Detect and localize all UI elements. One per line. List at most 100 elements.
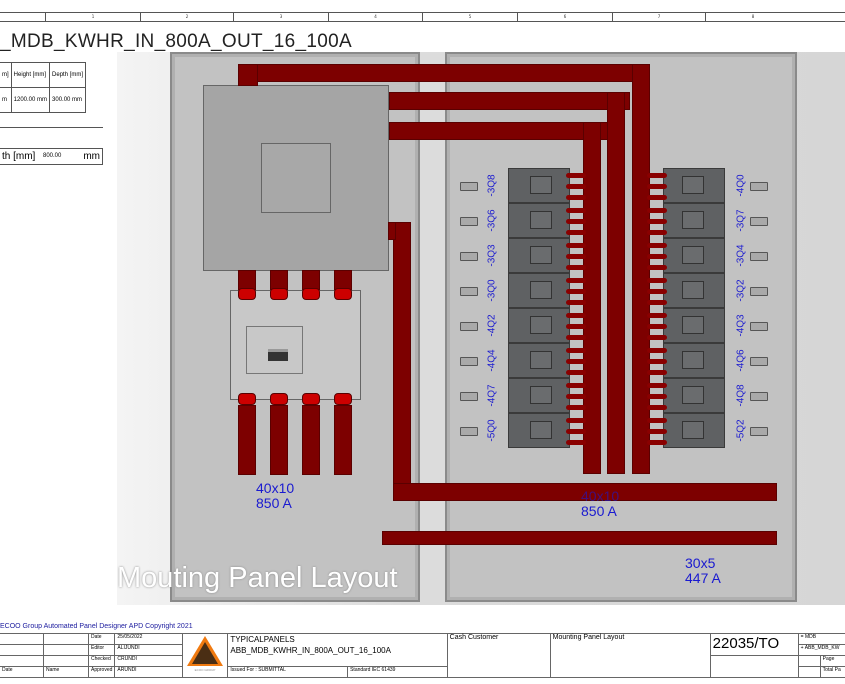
approved-value: ARUNDI xyxy=(114,666,184,678)
title-block: Date 25/05/2022 ECOO GROUP TYPICALPANELS… xyxy=(0,633,845,678)
pole-terminal xyxy=(334,288,352,300)
breaker-handle-left[interactable] xyxy=(530,351,552,369)
depth-field[interactable]: th [mm] 800.00 mm xyxy=(0,148,103,165)
breaker-handle-right[interactable] xyxy=(682,351,704,369)
comb-tooth xyxy=(647,278,667,283)
breaker-handle-left[interactable] xyxy=(530,246,552,264)
bus-rating: 850 A xyxy=(256,495,292,511)
standard-value: IEC 61439 xyxy=(371,667,396,673)
comb-tooth xyxy=(647,370,667,375)
customer: Cash Customer xyxy=(446,633,551,678)
breaker-handle-right[interactable] xyxy=(682,316,704,334)
logo-text: ECOO GROUP xyxy=(195,668,216,672)
neutral-bus-label: 30x5 447 A xyxy=(685,556,721,586)
issued-label: Issued For : xyxy=(230,667,257,673)
ruler-column: 1 xyxy=(45,13,140,21)
breaker-right[interactable] xyxy=(663,378,725,413)
checked-label: Checked xyxy=(87,655,116,667)
function-ref: = MDB xyxy=(797,633,845,645)
standard-label: Standard xyxy=(350,667,371,673)
mounting-slot xyxy=(750,357,768,366)
comb-tooth xyxy=(566,219,586,224)
incoming-pole xyxy=(334,270,352,290)
comb-tooth xyxy=(647,429,667,434)
breaker-handle-right[interactable] xyxy=(682,281,704,299)
incoming-pole xyxy=(270,270,288,290)
breaker-handle-right[interactable] xyxy=(682,386,704,404)
mounting-slot xyxy=(750,252,768,261)
breaker-handle-left[interactable] xyxy=(530,421,552,439)
incoming-pole xyxy=(302,270,320,290)
breaker-label: -4Q0 xyxy=(735,174,747,197)
ruler-column: 7 xyxy=(612,13,705,21)
breaker-label: -3Q3 xyxy=(486,244,498,267)
mounting-slot xyxy=(750,182,768,191)
ruler-column: 2 xyxy=(140,13,233,21)
mounting-slot xyxy=(460,392,478,401)
dim-value: 300.00 mm xyxy=(49,87,87,113)
busbar-l2-top xyxy=(389,92,630,110)
breaker-handle-left[interactable] xyxy=(530,176,552,194)
main-bus-label: 40x10 850 A xyxy=(581,489,619,519)
pole-terminal xyxy=(302,393,320,405)
project-name: TYPICALPANELS xyxy=(230,635,295,644)
drawing-name: ABB_MDB_KWHR_IN_800A_OUT_16_100A xyxy=(230,646,391,655)
breaker-handle-right[interactable] xyxy=(682,211,704,229)
breaker-label: -3Q2 xyxy=(735,279,747,302)
ruler-column: 5 xyxy=(422,13,517,21)
breaker-handle-right[interactable] xyxy=(682,421,704,439)
comb-tooth xyxy=(566,278,586,283)
depth-value: 800.00 xyxy=(43,153,62,159)
breaker-handle-left[interactable] xyxy=(530,281,552,299)
mounting-slot xyxy=(460,182,478,191)
comb-tooth xyxy=(647,383,667,388)
depth-label: th [mm] xyxy=(2,151,36,162)
comb-tooth xyxy=(647,243,667,248)
pole-terminal xyxy=(270,393,288,405)
comb-tooth xyxy=(566,243,586,248)
mounting-slot xyxy=(460,357,478,366)
breaker-label: -4Q6 xyxy=(735,349,747,372)
breaker-label: -3Q7 xyxy=(735,209,747,232)
incoming-bus-label: 40x10 850 A xyxy=(256,481,294,511)
comb-tooth xyxy=(647,195,667,200)
comb-tooth xyxy=(647,219,667,224)
outgoing-pole xyxy=(238,405,256,475)
checked-value: CRUNDI xyxy=(114,655,184,667)
depth-unit: mm xyxy=(83,151,100,162)
comb-tooth xyxy=(647,173,667,178)
breaker-right[interactable] xyxy=(663,273,725,308)
breaker-label: -5Q0 xyxy=(486,419,498,442)
ruler-column: 3 xyxy=(233,13,328,21)
breaker-handle-right[interactable] xyxy=(682,176,704,194)
breaker-label: -3Q8 xyxy=(486,174,498,197)
busbar-l3-vertical xyxy=(583,122,601,474)
comb-tooth xyxy=(566,195,586,200)
bus-rating: 447 A xyxy=(685,570,721,586)
pole-terminal xyxy=(270,288,288,300)
breaker-handle-left[interactable] xyxy=(530,211,552,229)
sheet-title: Mounting Panel Layout xyxy=(549,633,711,678)
mounting-slot xyxy=(460,287,478,296)
comb-tooth xyxy=(566,230,586,235)
breaker-label: -4Q4 xyxy=(486,349,498,372)
mounting-slot xyxy=(750,287,768,296)
page-label: Page xyxy=(819,655,845,667)
editor-value: ALIJUNDI xyxy=(114,644,184,656)
dim-header: Depth [mm] xyxy=(49,62,87,88)
breaker-handle-left[interactable] xyxy=(530,316,552,334)
dim-value: 1200.00 mm xyxy=(10,87,51,113)
date-label: Date xyxy=(87,633,116,645)
breaker-handle-right[interactable] xyxy=(682,246,704,264)
breaker-label: -4Q3 xyxy=(735,314,747,337)
bus-size: 30x5 xyxy=(685,555,716,571)
breaker-label: -4Q8 xyxy=(735,384,747,407)
comb-tooth xyxy=(566,359,586,364)
breaker-handle-left[interactable] xyxy=(530,386,552,404)
busbar-l3-top xyxy=(389,122,610,140)
busbar-main-horizontal xyxy=(393,483,777,501)
comb-tooth xyxy=(566,418,586,423)
mounting-slot xyxy=(460,252,478,261)
